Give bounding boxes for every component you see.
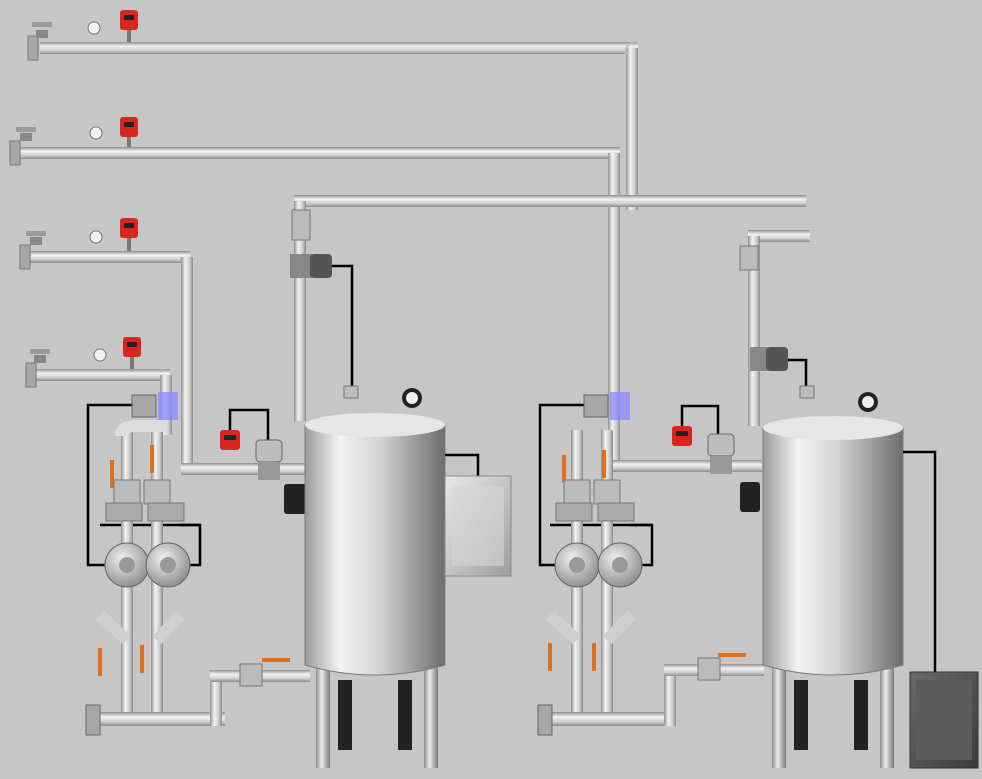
left-tank-instruments <box>220 209 422 514</box>
tank-left[interactable] <box>304 413 446 768</box>
recycle-header <box>294 195 810 426</box>
pump-right-b[interactable] <box>597 542 643 588</box>
pump-left-a[interactable] <box>104 542 150 588</box>
inlet-line-2 <box>20 147 620 463</box>
inlet-line-1 <box>40 40 639 210</box>
pump-right-a[interactable] <box>554 542 600 588</box>
right-inlet-branch <box>612 460 762 472</box>
control-panel-left[interactable] <box>444 453 512 577</box>
control-panel-right[interactable] <box>903 450 979 769</box>
right-tank-instruments <box>672 245 878 512</box>
tank-right[interactable] <box>762 416 904 768</box>
right-pump-skid <box>537 392 764 736</box>
left-pump-skid <box>85 392 310 736</box>
inlet-fittings <box>9 10 141 388</box>
pump-left-b[interactable] <box>145 542 191 588</box>
